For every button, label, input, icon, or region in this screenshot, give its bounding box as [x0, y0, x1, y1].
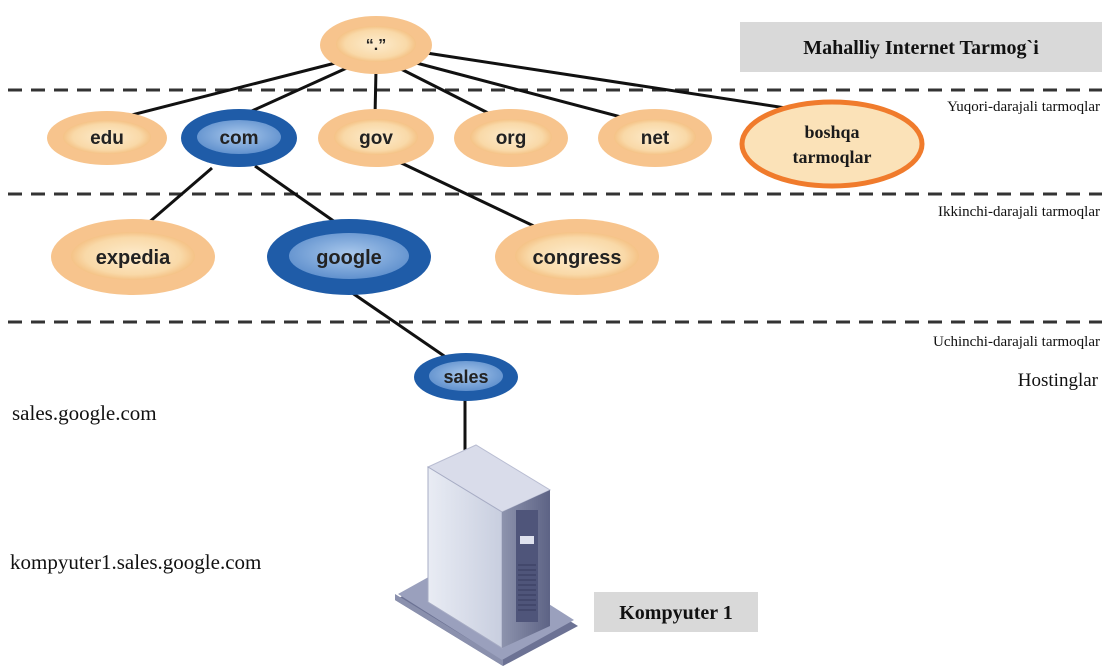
- node-expedia: expedia: [51, 219, 215, 295]
- level-label-top: Yuqori-darajali tarmoqlar: [947, 99, 1100, 115]
- root-node: “.”: [320, 16, 432, 74]
- computer-tower-icon: [395, 444, 578, 666]
- node-com: com: [181, 109, 297, 167]
- computer-label-box: [594, 592, 758, 632]
- level-label-hosts: Hostinglar: [1018, 370, 1099, 391]
- root-label: “.”: [366, 37, 386, 54]
- node-sales: sales: [414, 353, 518, 401]
- node-edu: edu: [47, 111, 167, 165]
- node-google: google: [267, 219, 431, 295]
- node-expedia-label: expedia: [96, 247, 171, 269]
- node-edu-label: edu: [90, 128, 124, 149]
- title-text: Mahalliy Internet Tarmog`i: [803, 37, 1039, 59]
- node-com-label: com: [219, 128, 258, 149]
- node-gov-label: gov: [359, 128, 393, 149]
- computer-domain-text: kompyuter1.sales.google.com: [10, 550, 261, 574]
- node-boshqa-label-2: tarmoqlar: [793, 147, 872, 167]
- node-congress-label: congress: [533, 247, 622, 269]
- node-gov: gov: [318, 109, 434, 167]
- node-boshqa: boshqa tarmoqlar: [739, 99, 925, 189]
- tree-edges: [111, 50, 813, 456]
- level-label-second: Ikkinchi-darajali tarmoqlar: [938, 204, 1100, 220]
- title-box: [740, 22, 1102, 72]
- level-label-third: Uchinchi-darajali tarmoqlar: [933, 334, 1100, 350]
- node-net: net: [598, 109, 712, 167]
- sales-domain-text: sales.google.com: [12, 401, 157, 425]
- node-org-label: org: [496, 128, 527, 149]
- node-sales-label: sales: [443, 367, 488, 387]
- node-congress: congress: [495, 219, 659, 295]
- node-net-label: net: [641, 128, 670, 149]
- computer-label-text: Kompyuter 1: [619, 602, 733, 624]
- node-org: org: [454, 109, 568, 167]
- node-google-label: google: [316, 247, 382, 269]
- node-boshqa-label-1: boshqa: [804, 122, 859, 142]
